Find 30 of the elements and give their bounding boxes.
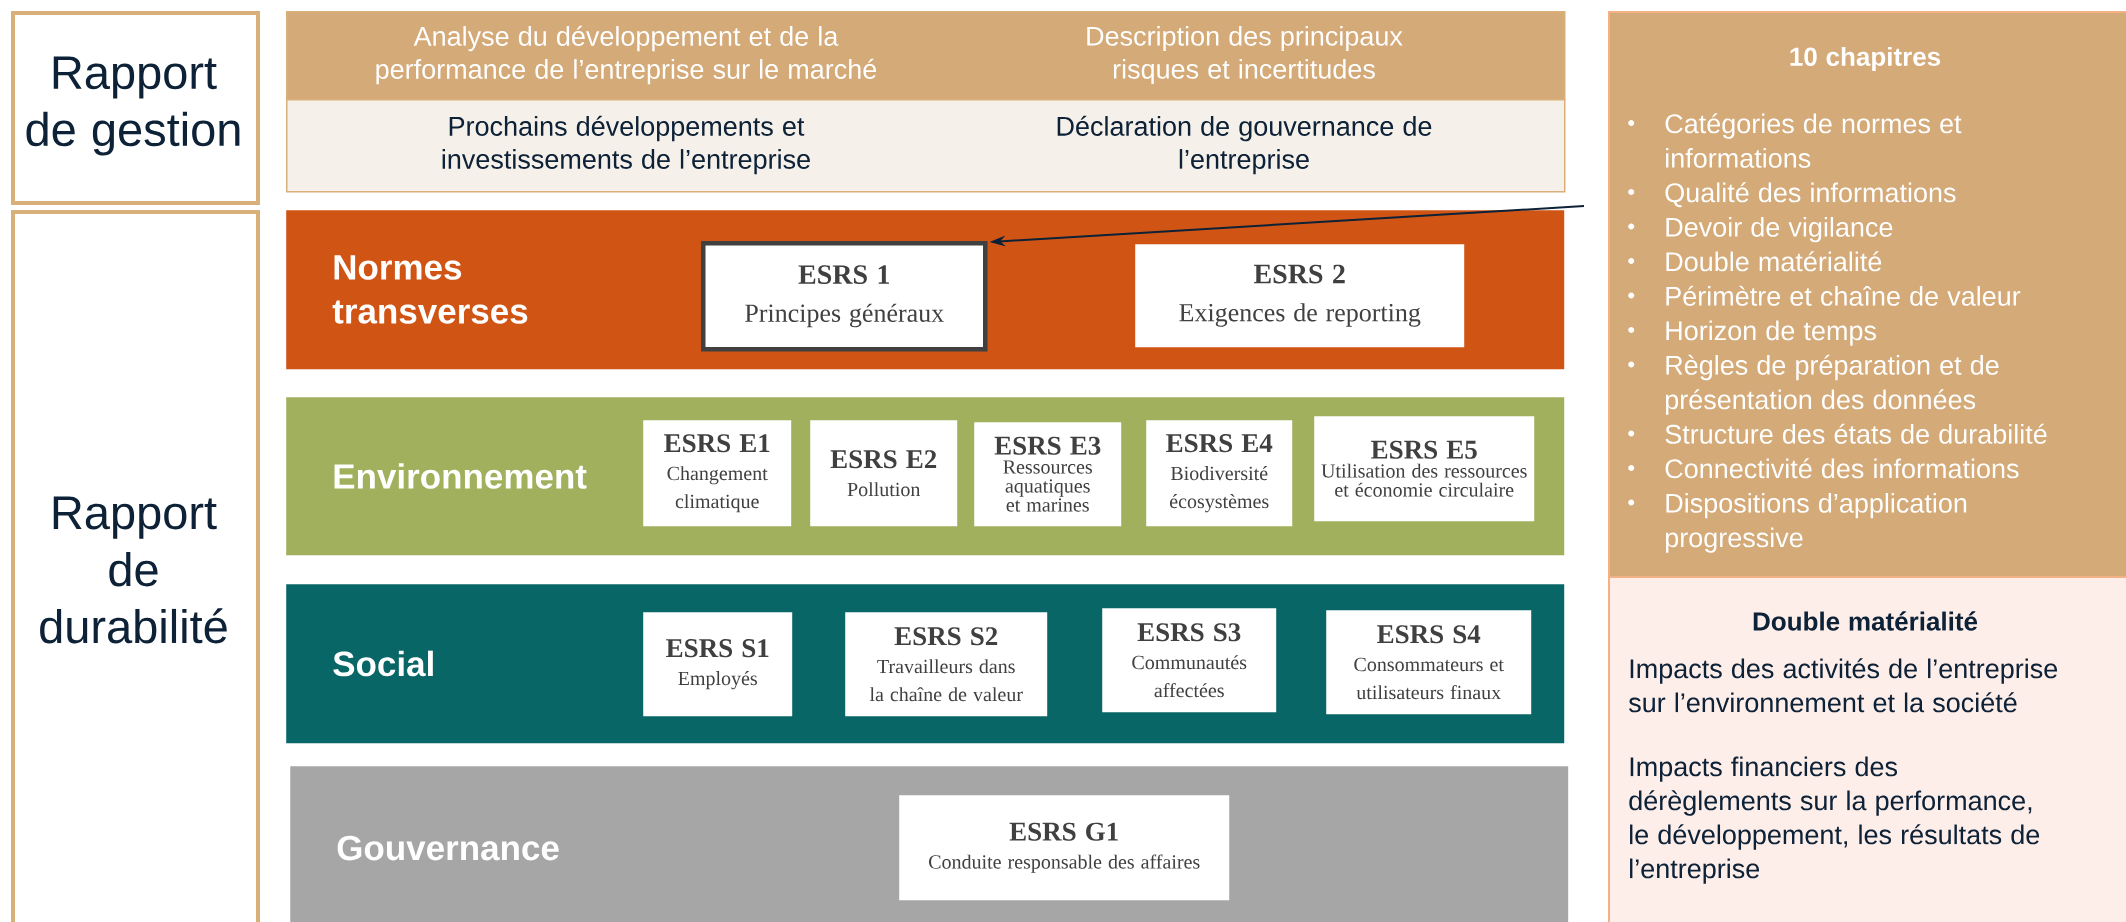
list-item: Horizon de temps xyxy=(1628,320,1876,346)
report-section-band: Analyse du développement et de la performance de l’entreprise sur le marché Description des principaux risques et incertitudes xyxy=(286,11,1566,101)
list-item: Structure des états de durabilité xyxy=(1628,423,2047,444)
standard-box: ESRS S1 Employés xyxy=(643,612,793,717)
list-item: Catégories de normes et informations xyxy=(1628,113,1962,168)
paragraph: Impacts financiers des dérèglements sur la performance, le développement, les résultats de l’entreprise xyxy=(1629,756,2040,884)
list-item: Double matérialité xyxy=(1628,251,1882,272)
standard-box: ESRS 1 Principes généraux xyxy=(701,241,988,352)
standard-box: ESRS S2 Travailleurs dans la chaîne de valeur xyxy=(845,612,1048,717)
list-item: Qualité des informations xyxy=(1628,182,1956,208)
standard-box: ESRS S3 Communautés affectées xyxy=(1102,608,1277,713)
list-item: Devoir de vigilance xyxy=(1628,217,1893,243)
paragraph: Impacts des activités de l’entreprise sur l’environnement et la société xyxy=(1628,658,2058,713)
standard-box: ESRS E4 Biodiversité écosystèmes xyxy=(1146,420,1293,527)
info-panel: Double matérialité Impacts des activités de l’entreprise sur l’environnement et la société Impacts financiers des dérèglements sur la performance, le développement, les résultats de l’entreprise xyxy=(1608,576,2126,922)
section-label-box: Rapport de gestion xyxy=(11,11,260,205)
list-item: Règles de préparation et de présentation des données xyxy=(1628,354,1999,415)
standard-box: ESRS G1 Conduite responsable des affaires xyxy=(899,795,1230,901)
list-item: Connectivité des informations xyxy=(1628,458,2019,479)
report-section-band: Prochains développements et investissements de l’entreprise Déclaration de gouvernance de l’entreprise xyxy=(286,99,1566,193)
standard-box: ESRS E5 Utilisation des ressources et économie circulaire xyxy=(1314,416,1535,522)
standard-box: ESRS E3 Ressources aquatiques et marines xyxy=(974,422,1122,527)
list-item: Périmètre et chaîne de valeur xyxy=(1628,285,2021,306)
chapter-panel: 10 chapitres Catégories de normes et informations Qualité des informations Devoir de vigilance Double matérialité Périmètre et chaîne de valeur Horizon de temps Règles de préparation et de présentation des données Structure des états de durabilité Connectivité des informations Dispositions d’application progressive xyxy=(1608,11,2126,578)
list-item: Dispositions d’application progressive xyxy=(1628,493,1967,553)
section-label-box: Rapport de durabilité xyxy=(11,210,260,922)
standard-box: ESRS E1 Changement climatique xyxy=(643,420,792,527)
standard-box: ESRS 2 Exigences de reporting xyxy=(1135,244,1465,348)
standard-box: ESRS S4 Consommateurs et utilisateurs finaux xyxy=(1326,610,1532,715)
standard-box: ESRS E2 Pollution xyxy=(810,420,958,527)
